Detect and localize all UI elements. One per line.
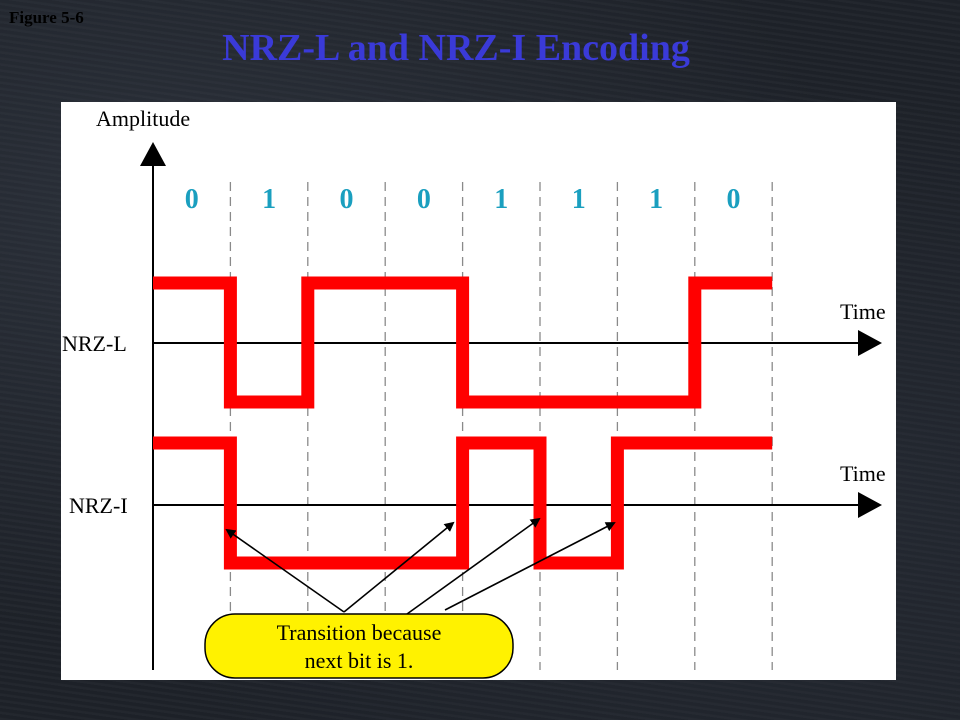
nrzi-label: NRZ-I xyxy=(69,493,128,518)
bit-value: 0 xyxy=(340,184,354,215)
bit-value: 0 xyxy=(185,184,199,215)
callout-line-1: Transition because xyxy=(277,620,442,645)
bit-value: 1 xyxy=(494,184,508,215)
bit-values: 0 1 0 0 1 1 1 0 xyxy=(185,184,741,215)
callout-arrow-2 xyxy=(343,521,455,613)
bit-boundaries xyxy=(229,182,773,670)
callout-arrow-3 xyxy=(406,517,541,615)
nrzl-time-label: Time xyxy=(840,299,886,324)
bit-value: 1 xyxy=(262,184,276,215)
callout-arrow-4 xyxy=(444,522,616,611)
callout-line-2: next bit is 1. xyxy=(305,648,414,673)
figure-label: Figure 5-6 xyxy=(9,8,84,27)
callout-box xyxy=(204,613,514,679)
nrzi-time-label: Time xyxy=(840,461,886,486)
bit-value: 0 xyxy=(417,184,431,215)
nrzl-time-arrow-icon xyxy=(858,330,882,356)
slide-title: NRZ-L and NRZ-I Encoding xyxy=(222,27,690,69)
amplitude-label: Amplitude xyxy=(96,106,190,131)
callout-arrow-1 xyxy=(225,528,345,613)
nrzi-waveform xyxy=(153,436,773,570)
nrzl-waveform xyxy=(153,276,773,409)
bit-value: 0 xyxy=(727,184,741,215)
bit-value: 1 xyxy=(572,184,586,215)
nrzi-time-arrow-icon xyxy=(858,492,882,518)
callout-arrows xyxy=(225,517,616,615)
bit-value: 1 xyxy=(649,184,663,215)
nrzl-label: NRZ-L xyxy=(62,331,127,356)
amplitude-axis-arrow-icon xyxy=(140,142,166,166)
